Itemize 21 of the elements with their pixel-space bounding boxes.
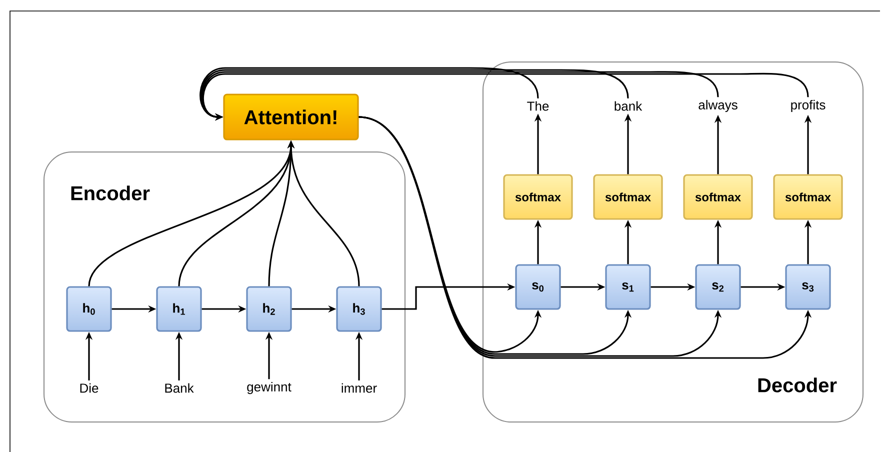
hidden-state-box: h$_{0}$	[66, 286, 112, 332]
attention-box: Attention!	[223, 94, 359, 140]
softmax-box: softmax	[593, 174, 663, 220]
softmax-box: softmax	[773, 174, 843, 220]
hidden-state-box: h$_{2}$	[246, 286, 292, 332]
input-word: Die	[80, 383, 98, 393]
softmax-box: softmax	[683, 174, 753, 220]
output-word: always	[698, 100, 738, 112]
decoder-state-box: s$_{1}$	[605, 264, 651, 310]
hidden-state-box: h$_{1}$	[156, 286, 202, 332]
input-word: Bank	[165, 383, 194, 393]
decoder-state-box: s$_{0}$	[515, 264, 561, 310]
input-word: gewinnt	[247, 382, 292, 394]
decoder-state-box: s$_{3}$	[785, 264, 831, 310]
output-word: profits	[791, 100, 826, 112]
decoder-state-box: s$_{2}$	[695, 264, 741, 310]
softmax-box: softmax	[503, 174, 573, 220]
output-word: bank	[614, 101, 642, 111]
output-word: The	[527, 101, 549, 111]
input-word: immer	[342, 383, 377, 393]
hidden-state-box: h$_{3}$	[336, 286, 382, 332]
